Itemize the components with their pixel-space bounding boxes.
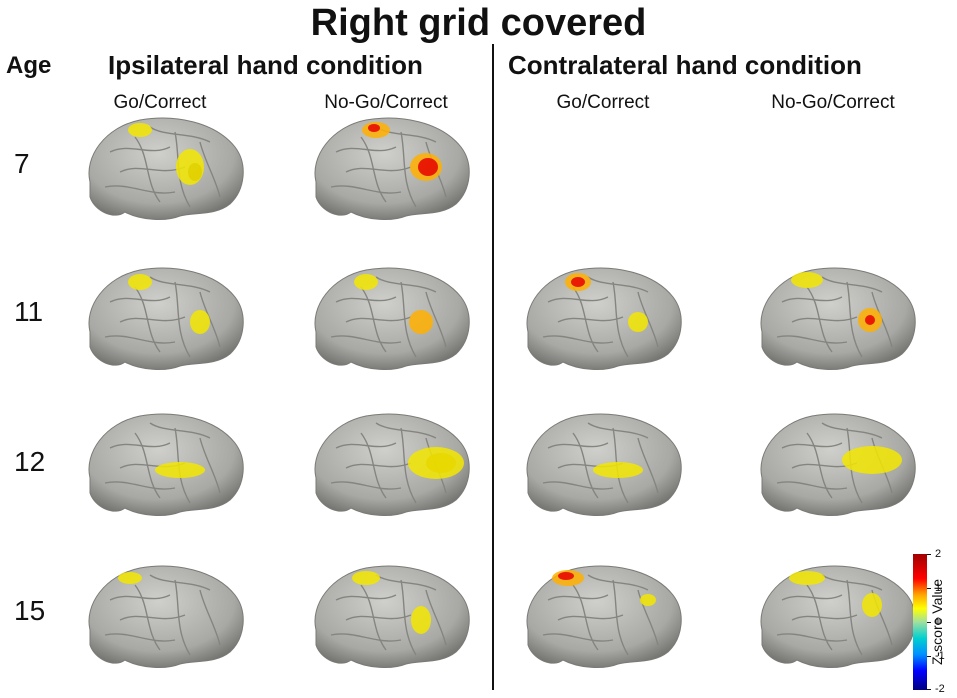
- brain-rendering-age11-col1: [80, 262, 250, 377]
- ipsi-nogo-column-label: No-Go/Correct: [324, 92, 448, 113]
- section-divider: [492, 44, 494, 690]
- brain-rendering-age7-col2: [306, 112, 476, 227]
- age-label-12: 12: [14, 446, 46, 477]
- figure-title: Right grid covered: [310, 2, 647, 44]
- contralateral-section-header: Contralateral hand condition: [508, 50, 862, 80]
- colorbar-tick-0: 0: [935, 616, 942, 628]
- age-header: Age: [6, 52, 52, 79]
- colorbar-tick-1: 1: [935, 582, 942, 594]
- age-label-11: 11: [14, 296, 44, 327]
- contra-go-column-label: Go/Correct: [556, 92, 650, 113]
- brain-rendering-age12-col4: [752, 408, 922, 523]
- contra-nogo-column-label: No-Go/Correct: [771, 92, 895, 113]
- brain-rendering-age12-col3: [518, 408, 688, 523]
- colorbar-tick-neg1: -1: [935, 650, 945, 662]
- colorbar-title: Z-score Value: [929, 578, 945, 666]
- brain-rendering-age12-col1: [80, 408, 250, 523]
- brain-rendering-age12-col2: [306, 408, 476, 523]
- brain-rendering-age7-col1: [80, 112, 250, 227]
- colorbar-tick-neg2: -2: [935, 683, 945, 695]
- age-label-15: 15: [14, 595, 46, 626]
- zscore-colorbar: 2 1 0 -1 -2: [913, 549, 945, 695]
- brain-rendering-age11-col4: [752, 262, 922, 377]
- age-label-7: 7: [14, 148, 30, 179]
- brain-rendering-age15-col4: [752, 560, 922, 675]
- brain-rendering-age15-col3: [518, 560, 688, 675]
- brain-rendering-age15-col2: [306, 560, 476, 675]
- ipsilateral-section-header: Ipsilateral hand condition: [108, 50, 423, 80]
- ipsi-go-column-label: Go/Correct: [113, 92, 207, 113]
- brain-rendering-age11-col3: [518, 262, 688, 377]
- colorbar-gradient: [913, 554, 927, 690]
- brain-rendering-age15-col1: [80, 560, 250, 675]
- colorbar-tick-2: 2: [935, 548, 942, 560]
- brain-rendering-age11-col2: [306, 262, 476, 377]
